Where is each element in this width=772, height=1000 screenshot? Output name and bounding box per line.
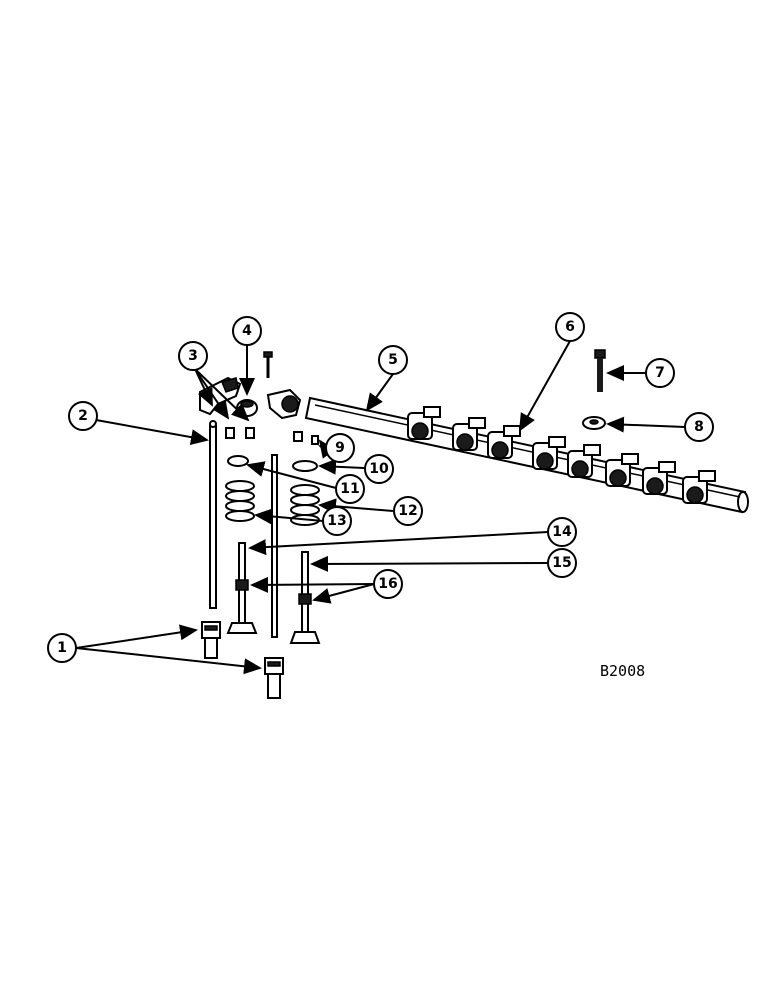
svg-text:7: 7 bbox=[655, 365, 665, 381]
svg-text:16: 16 bbox=[378, 576, 397, 592]
callout-12: 12 bbox=[393, 496, 423, 526]
svg-text:10: 10 bbox=[369, 461, 389, 477]
svg-text:2: 2 bbox=[78, 408, 88, 424]
rocker-bracket-left bbox=[199, 376, 242, 416]
svg-text:4: 4 bbox=[242, 323, 252, 339]
bolt bbox=[594, 349, 606, 392]
callout-13: 13 bbox=[322, 506, 352, 536]
callout-3: 3 bbox=[178, 341, 208, 371]
washer-part-8 bbox=[582, 416, 606, 430]
svg-text:13: 13 bbox=[327, 513, 346, 529]
svg-text:9: 9 bbox=[335, 440, 345, 456]
svg-text:1: 1 bbox=[57, 640, 67, 656]
leader-lines bbox=[75, 340, 686, 675]
svg-text:11: 11 bbox=[340, 481, 359, 497]
callout-14: 14 bbox=[547, 517, 577, 547]
callout-7: 7 bbox=[645, 358, 675, 388]
svg-text:6: 6 bbox=[565, 319, 575, 335]
callout-15: 15 bbox=[547, 548, 577, 578]
callout-2: 2 bbox=[68, 401, 98, 431]
callout-10: 10 bbox=[364, 454, 394, 484]
small-screw bbox=[263, 351, 273, 378]
key-part-9 bbox=[293, 431, 319, 445]
valve-left bbox=[226, 542, 258, 634]
svg-text:5: 5 bbox=[388, 352, 398, 368]
rocker-shaft bbox=[304, 396, 749, 514]
drawing-code: B2008 bbox=[600, 662, 645, 680]
spring-caps bbox=[227, 455, 318, 472]
callout-16: 16 bbox=[373, 569, 403, 599]
pushrod bbox=[209, 420, 217, 609]
svg-text:8: 8 bbox=[694, 419, 704, 435]
svg-text:12: 12 bbox=[398, 503, 417, 519]
callout-5: 5 bbox=[378, 345, 408, 375]
callout-1: 1 bbox=[47, 633, 77, 663]
callout-4: 4 bbox=[232, 316, 262, 346]
rocker-arm-assemblies bbox=[407, 406, 716, 504]
callout-6: 6 bbox=[555, 312, 585, 342]
valve-right bbox=[289, 551, 321, 644]
adjusting-nuts bbox=[225, 427, 255, 439]
valve-spring-left bbox=[225, 480, 255, 522]
rocker-arm-exploded bbox=[266, 388, 302, 420]
svg-text:14: 14 bbox=[552, 524, 572, 540]
callout-11: 11 bbox=[335, 474, 365, 504]
tappet-upper bbox=[201, 621, 221, 659]
callout-8: 8 bbox=[684, 412, 714, 442]
svg-text:15: 15 bbox=[552, 555, 571, 571]
callout-9: 9 bbox=[325, 433, 355, 463]
tappet-lower bbox=[264, 657, 284, 699]
svg-text:3: 3 bbox=[188, 348, 198, 364]
